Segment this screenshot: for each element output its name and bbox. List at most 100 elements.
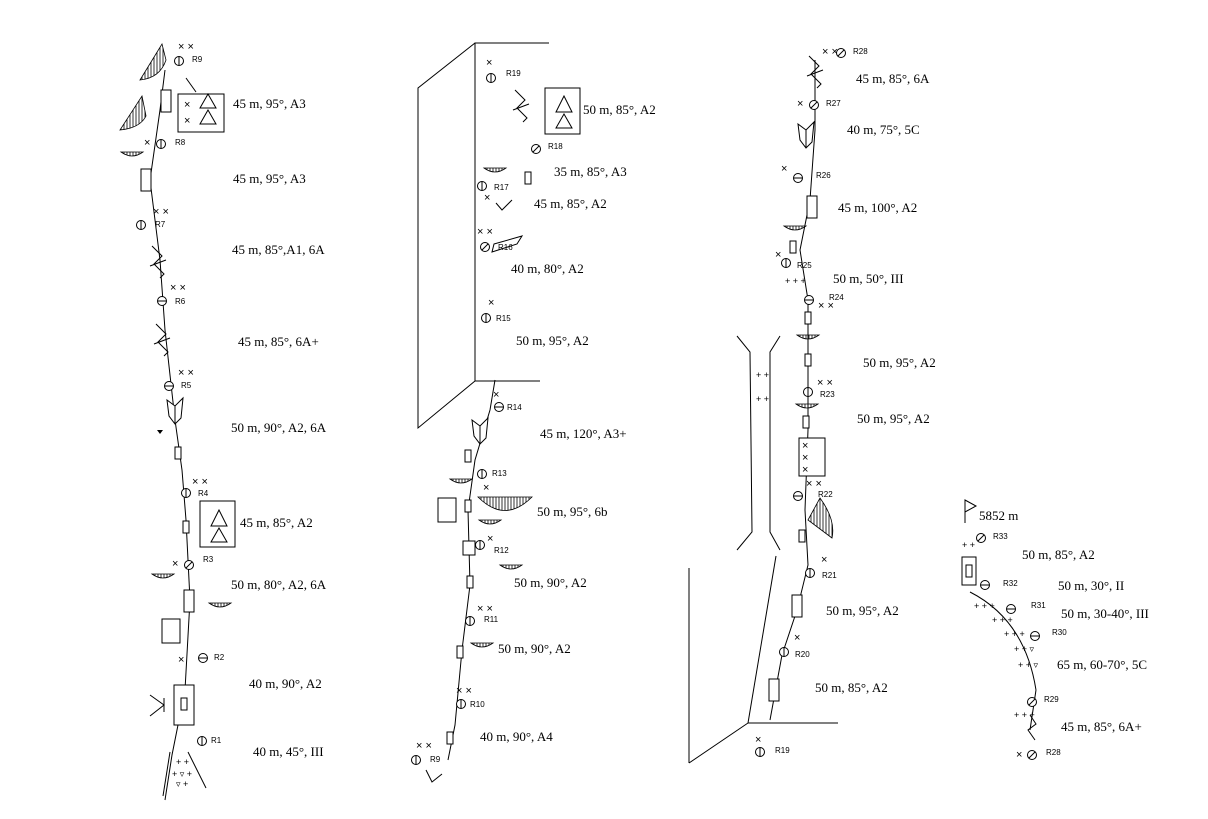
- station-label: R29: [1044, 695, 1059, 704]
- roof-icon: [807, 497, 834, 539]
- pitch-label: 45 m, 85°, 6A+: [238, 334, 319, 349]
- bolt-icon: [480, 242, 490, 252]
- bolt-icon: [156, 139, 166, 149]
- pitch-label: 45 m, 100°, A2: [838, 200, 917, 215]
- station-label: R8: [175, 138, 186, 147]
- bolt-icon: [1027, 750, 1037, 760]
- pitch-label: 50 m, 90°, A2: [498, 641, 571, 656]
- pitch-label: 50 m, 50°, III: [833, 271, 904, 286]
- station-label: R18: [548, 142, 563, 151]
- bolt-icon: [804, 295, 814, 305]
- triangle-icon: [210, 508, 228, 527]
- station-label: R12: [494, 546, 509, 555]
- summit-altitude: 5852 m: [979, 508, 1018, 523]
- crack-icon: [456, 645, 464, 659]
- bolt-icon: [486, 73, 496, 83]
- pitch-label: 45 m, 85°, A2: [534, 196, 607, 211]
- pitch-label: 50 m, 95°, A2: [516, 333, 589, 348]
- bolt-icon: [809, 100, 819, 110]
- pitch-label: 50 m, 95°, A2: [857, 411, 930, 426]
- svg-text:×: ×: [775, 249, 781, 261]
- roof-icon: [796, 334, 820, 340]
- crack-icon: [446, 731, 454, 745]
- roof-icon: [478, 519, 502, 525]
- roof-icon: [477, 496, 533, 511]
- svg-text:+ + +: + + +: [974, 601, 995, 611]
- svg-text:×: ×: [802, 464, 808, 476]
- crack-icon: [183, 589, 195, 613]
- dihedral-icon: [797, 121, 815, 149]
- svg-text:+ + ▿: + + ▿: [1018, 660, 1039, 670]
- bolt-icon: [465, 616, 475, 626]
- pitch-label: 50 m, 95°, A2: [863, 355, 936, 370]
- station-label: R1: [211, 736, 222, 745]
- chimney-icon: [149, 694, 165, 717]
- bolt-marks-icon: [822, 46, 838, 58]
- pitch-label: 45 m, 85°, A2: [240, 515, 313, 530]
- bolt-icon: [475, 540, 485, 550]
- bolt-icon: [1027, 697, 1037, 707]
- svg-text:×: ×: [144, 137, 150, 149]
- crack-zigzag-icon: [512, 89, 530, 123]
- bolt-icon: [779, 647, 789, 657]
- bolt-marks-icon: [416, 740, 432, 752]
- station-label: R9: [430, 755, 441, 764]
- svg-text:×: ×: [802, 440, 808, 452]
- triangle-icon: [555, 94, 573, 113]
- station-label: R10: [470, 700, 485, 709]
- station-label: R28: [853, 47, 868, 56]
- belay-box: [177, 93, 225, 133]
- svg-text:×: ×: [178, 654, 184, 666]
- bolt-marks-icon: [178, 367, 194, 379]
- bolt-icon: [781, 258, 791, 268]
- block-icon: [161, 618, 181, 644]
- station-label: R26: [816, 171, 831, 180]
- station-label: R3: [203, 555, 214, 564]
- bolt-icon: [174, 56, 184, 66]
- crack-icon: [524, 171, 532, 185]
- pitch-label: 50 m, 30°, II: [1058, 578, 1124, 593]
- dihedral-icon: [471, 417, 489, 445]
- bolt-icon: [803, 387, 813, 397]
- station-label: R22: [818, 490, 833, 499]
- pitch-label: 45 m, 95°, A3: [233, 96, 306, 111]
- station-label: R13: [492, 469, 507, 478]
- bolt-marks-icon: [153, 206, 169, 218]
- pitch-label: 45 m, 85°, 6A+: [1061, 719, 1142, 734]
- station-label: R31: [1031, 601, 1046, 610]
- svg-text:+ + +: + + +: [1004, 629, 1025, 639]
- svg-text:×: ×: [184, 115, 190, 127]
- bolt-icon: [411, 755, 421, 765]
- roof-icon: [499, 564, 523, 570]
- svg-text:×: ×: [781, 163, 787, 175]
- crack-icon: [965, 564, 973, 578]
- crack-icon: [464, 499, 472, 513]
- svg-text:+ +: + +: [756, 370, 769, 380]
- pitch-label: 40 m, 80°, A2: [511, 261, 584, 276]
- svg-text:×: ×: [802, 452, 808, 464]
- station-label: R11: [484, 615, 499, 624]
- bolt-icon: [805, 568, 815, 578]
- station-label: R5: [181, 381, 192, 390]
- station-label: R33: [993, 532, 1008, 541]
- svg-text:×: ×: [755, 734, 761, 746]
- roof-icon: [470, 642, 494, 648]
- crack-icon: [768, 678, 780, 702]
- bolt-icon: [181, 488, 191, 498]
- bolt-marks-icon: [456, 685, 472, 697]
- station-label: R17: [494, 183, 509, 192]
- bolt-icon: [1030, 631, 1040, 641]
- station-label: R28: [1046, 748, 1061, 757]
- station-label: R2: [214, 653, 225, 662]
- roof-icon: [783, 225, 807, 231]
- svg-text:×: ×: [794, 632, 800, 644]
- roof-icon: [208, 602, 232, 608]
- svg-text:×: ×: [488, 297, 494, 309]
- bolt-icon: [198, 653, 208, 663]
- roof-icon: [139, 42, 167, 81]
- triangle-icon: [210, 526, 228, 543]
- svg-text:×: ×: [172, 558, 178, 570]
- bolt-marks-icon: [818, 300, 834, 312]
- pitch-label: 40 m, 45°, III: [253, 744, 324, 759]
